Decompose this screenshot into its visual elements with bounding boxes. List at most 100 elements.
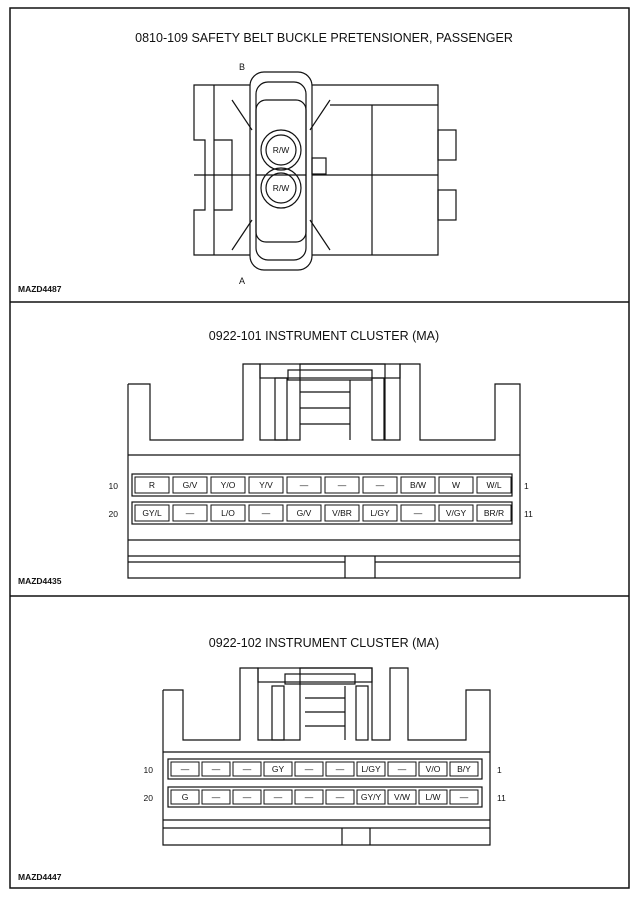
cell-label: — bbox=[186, 508, 195, 518]
cell-label: — bbox=[336, 792, 345, 802]
cell-label: V/BR bbox=[332, 508, 352, 518]
cell-label: — bbox=[262, 508, 271, 518]
cell-label: Y/O bbox=[221, 480, 236, 490]
diagram-1-code: MAZD4487 bbox=[18, 284, 62, 294]
cell-label: — bbox=[305, 792, 314, 802]
row-cell: L/GY bbox=[356, 761, 386, 777]
pretensioner-connector-drawing bbox=[193, 71, 457, 271]
cell-label: — bbox=[274, 792, 283, 802]
row-cell: Y/V bbox=[248, 476, 284, 494]
row-cell: G/V bbox=[286, 504, 322, 522]
cell-label: W bbox=[452, 480, 460, 490]
row-cell: GY/Y bbox=[356, 789, 386, 805]
cluster-102-row-2: G — — — — — GY/Y V/W L/W — bbox=[170, 789, 479, 805]
row-cell: V/W bbox=[387, 789, 417, 805]
row-cell: — bbox=[362, 476, 398, 494]
cell-label: V/GY bbox=[446, 508, 467, 518]
row-cell: — bbox=[294, 761, 324, 777]
terminal-b-wire-color: R/W bbox=[273, 145, 290, 155]
cell-label: V/W bbox=[394, 792, 410, 802]
cell-label: — bbox=[243, 792, 252, 802]
cluster-102-pin-11: 11 bbox=[497, 793, 506, 803]
row-cell: — bbox=[387, 761, 417, 777]
terminal-a-wire-color: R/W bbox=[273, 183, 290, 193]
cluster-101-pin-11: 11 bbox=[524, 509, 533, 519]
row-cell: L/O bbox=[210, 504, 246, 522]
cell-label: L/GY bbox=[370, 508, 390, 518]
panel-instrument-cluster-0922-102: 0922-102 INSTRUMENT CLUSTER (MA) — — — G… bbox=[18, 636, 506, 882]
row-cell: Y/O bbox=[210, 476, 246, 494]
row-cell: — bbox=[263, 789, 293, 805]
cell-label: — bbox=[212, 792, 221, 802]
row-cell: — bbox=[324, 476, 360, 494]
cluster-101-pin-10: 10 bbox=[109, 481, 119, 491]
cluster-101-connector-drawing bbox=[127, 363, 521, 579]
cell-label: G/V bbox=[183, 480, 198, 490]
cluster-102-connector-drawing bbox=[162, 667, 491, 846]
cluster-101-row-1: R G/V Y/O Y/V — — — B/W W W/L bbox=[134, 476, 512, 494]
cell-label: — bbox=[212, 764, 221, 774]
row-cell: V/O bbox=[418, 761, 448, 777]
cell-label: — bbox=[243, 764, 252, 774]
cell-label: GY bbox=[272, 764, 285, 774]
cluster-101-pin-20: 20 bbox=[109, 509, 119, 519]
row-cell: V/GY bbox=[438, 504, 474, 522]
cluster-102-pin-1: 1 bbox=[497, 765, 502, 775]
row-cell: — bbox=[449, 789, 479, 805]
cell-label: — bbox=[181, 764, 190, 774]
row-cell: G bbox=[170, 789, 200, 805]
row-cell: — bbox=[325, 761, 355, 777]
row-cell: — bbox=[248, 504, 284, 522]
row-cell: — bbox=[286, 476, 322, 494]
cluster-102-pin-20: 20 bbox=[144, 793, 154, 803]
row-cell: B/W bbox=[400, 476, 436, 494]
cell-label: B/Y bbox=[457, 764, 471, 774]
cell-label: R bbox=[149, 480, 155, 490]
cell-label: V/O bbox=[426, 764, 441, 774]
diagram-2-title: 0922-101 INSTRUMENT CLUSTER (MA) bbox=[209, 329, 439, 343]
row-cell: L/W bbox=[418, 789, 448, 805]
diagram-3-code: MAZD4447 bbox=[18, 872, 62, 882]
diagram-3-title: 0922-102 INSTRUMENT CLUSTER (MA) bbox=[209, 636, 439, 650]
cluster-101-row-2: GY/L — L/O — G/V V/BR L/GY — V/GY BR/R bbox=[134, 504, 512, 522]
row-cell: — bbox=[201, 789, 231, 805]
cell-label: — bbox=[305, 764, 314, 774]
cell-label: — bbox=[300, 480, 309, 490]
diagram-2-code: MAZD4435 bbox=[18, 576, 62, 586]
row-cell: — bbox=[232, 789, 262, 805]
cell-label: B/W bbox=[410, 480, 426, 490]
row-cell: — bbox=[172, 504, 208, 522]
row-cell: W bbox=[438, 476, 474, 494]
panel-safety-belt-pretensioner: 0810-109 SAFETY BELT BUCKLE PRETENSIONER… bbox=[18, 31, 513, 294]
row-cell: B/Y bbox=[449, 761, 479, 777]
row-cell: GY/L bbox=[134, 504, 170, 522]
row-cell: R bbox=[134, 476, 170, 494]
cell-label: G/V bbox=[297, 508, 312, 518]
row-cell: — bbox=[232, 761, 262, 777]
row-cell: W/L bbox=[476, 476, 512, 494]
cell-label: Y/V bbox=[259, 480, 273, 490]
row-cell: G/V bbox=[172, 476, 208, 494]
cell-label: — bbox=[460, 792, 469, 802]
cell-label: G bbox=[182, 792, 189, 802]
row-cell: — bbox=[201, 761, 231, 777]
row-cell: GY bbox=[263, 761, 293, 777]
panel-instrument-cluster-0922-101: 0922-101 INSTRUMENT CLUSTER (MA) bbox=[18, 329, 533, 586]
row-cell: — bbox=[325, 789, 355, 805]
row-cell: — bbox=[170, 761, 200, 777]
sheet-frame bbox=[9, 7, 630, 889]
cell-label: — bbox=[336, 764, 345, 774]
cell-label: W/L bbox=[486, 480, 501, 490]
row-cell: — bbox=[400, 504, 436, 522]
cell-label: — bbox=[414, 508, 423, 518]
diagram-1-title: 0810-109 SAFETY BELT BUCKLE PRETENSIONER… bbox=[135, 31, 513, 45]
terminal-label-a: A bbox=[239, 276, 245, 286]
row-cell: BR/R bbox=[476, 504, 512, 522]
cell-label: — bbox=[398, 764, 407, 774]
row-cell: L/GY bbox=[362, 504, 398, 522]
cell-label: — bbox=[338, 480, 347, 490]
cell-label: — bbox=[376, 480, 385, 490]
cell-label: BR/R bbox=[484, 508, 504, 518]
cluster-101-pin-1: 1 bbox=[524, 481, 529, 491]
row-cell: — bbox=[294, 789, 324, 805]
